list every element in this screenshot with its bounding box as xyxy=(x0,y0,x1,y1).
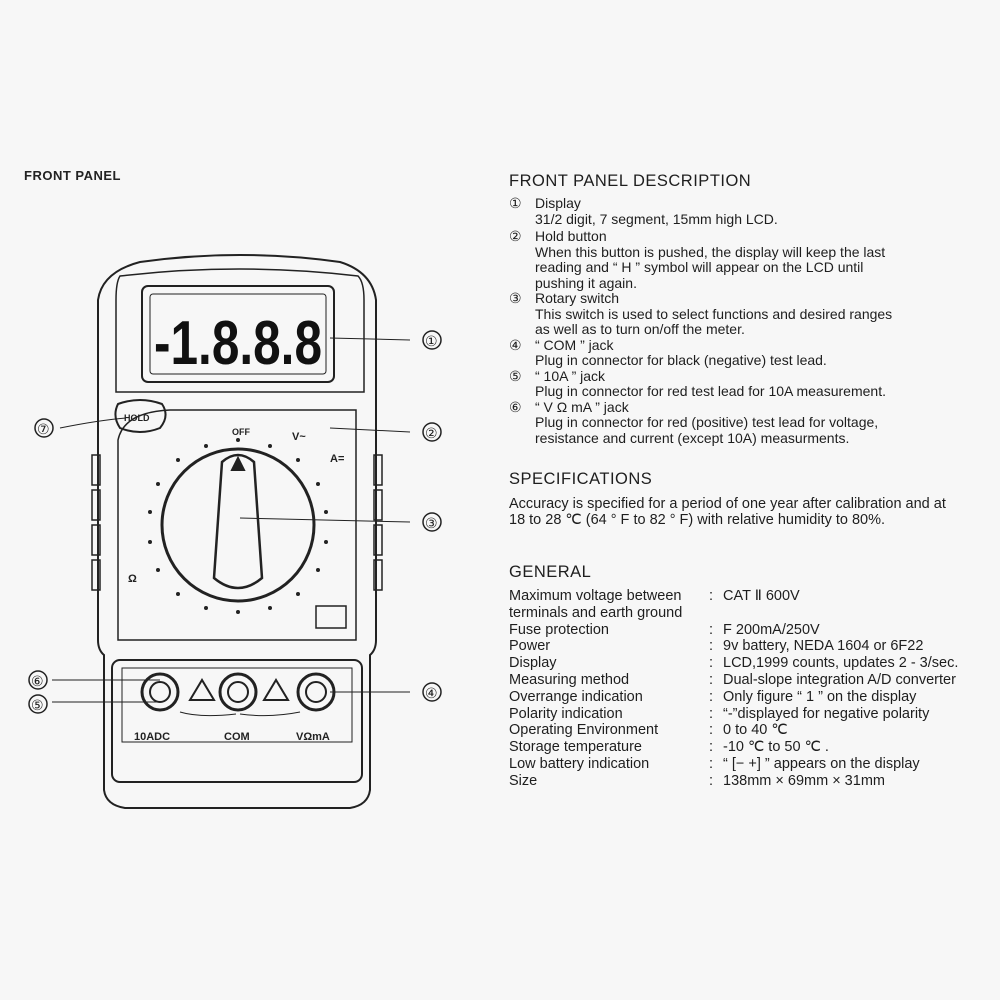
knob-pointer xyxy=(212,453,264,590)
desc-item-hold-button: ② Hold button When this button is pushed,… xyxy=(509,228,969,291)
general-row-label: Overrange indication xyxy=(509,688,643,705)
jack-vomega xyxy=(296,672,336,712)
jack-10a xyxy=(140,672,180,712)
general-row-label: Storage temperature xyxy=(509,739,642,756)
dial-label-v-ac: V~ xyxy=(292,431,306,443)
callout-4: ④ xyxy=(425,686,438,702)
dial-label-a-dc: A= xyxy=(330,453,344,465)
desc-item-line: When this button is pushed, the display … xyxy=(535,243,886,260)
dial-label-ohm: Ω xyxy=(128,573,137,585)
jack-com xyxy=(218,672,258,712)
specifications-text: Accuracy is specified for a period of on… xyxy=(509,496,946,528)
general-row: Operating Environment:0 to 40 ℃ xyxy=(509,722,979,739)
general-row: Size:138mm × 69mm × 31mm xyxy=(509,773,979,790)
dial-panel xyxy=(117,409,357,641)
general-row: Fuse protection:F 200mA/250V xyxy=(509,622,979,639)
general-row: Measuring method:Dual-slope integration … xyxy=(509,672,979,689)
callout-1: ① xyxy=(425,334,438,350)
general-row-value: -10 ℃ to 50 ℃ . xyxy=(723,739,829,756)
general-row-value: CAT Ⅱ 600V xyxy=(723,588,800,604)
description-list: ① Display 31/2 digit, 7 segment, 15mm hig… xyxy=(509,195,969,447)
desc-item-number: ④ xyxy=(509,336,522,353)
general-row-value: Only figure “ 1 ” on the display xyxy=(723,688,917,705)
desc-item-10a-jack: ⑤ “ 10A ” jack Plug in connector for red … xyxy=(509,367,969,400)
general-row: Low battery indication:“ [− +] ” appears… xyxy=(509,756,979,773)
general-row-value: Dual-slope integration A/D converter xyxy=(723,671,956,688)
desc-item-vomega-jack: ⑥ “ V Ω mA ” jack Plug in connector for r… xyxy=(509,398,969,447)
desc-item-line: Plug in connector for red test lead for … xyxy=(535,383,886,399)
desc-item-number: ① xyxy=(509,195,522,211)
general-row-label: Polarity indication xyxy=(509,705,623,722)
desc-item-name: “ COM ” jack xyxy=(535,336,614,353)
front-panel-title: FRONT PANEL xyxy=(24,168,121,183)
desc-item-display: ① Display 31/2 digit, 7 segment, 15mm hig… xyxy=(509,195,969,227)
desc-item-line: resistance and current (except 10A) meas… xyxy=(535,429,850,446)
desc-item-name: Rotary switch xyxy=(535,290,620,306)
jack-panel xyxy=(111,659,363,783)
general-row-value: 0 to 40 ℃ xyxy=(723,722,788,739)
lcd-reading: -1.8.8.8 xyxy=(154,309,322,378)
callout-3: ③ xyxy=(425,516,438,532)
general-row-label: Maximum voltage between terminals and ea… xyxy=(509,588,683,621)
desc-item-rotary-switch: ③ Rotary switch This switch is used to se… xyxy=(509,290,969,338)
desc-item-name: Display xyxy=(535,195,581,211)
general-row: Power:9v battery, NEDA 1604 or 6F22 xyxy=(509,638,979,655)
general-row: Polarity indication:“-”displayed for neg… xyxy=(509,706,979,723)
general-row-value: “ [− +] ” appears on the display xyxy=(723,755,920,772)
desc-item-line: Plug in connector for red (positive) tes… xyxy=(535,414,879,430)
general-row-label: Power xyxy=(509,638,551,655)
desc-item-number: ⑤ xyxy=(509,367,522,384)
callout-7: ⑦ xyxy=(37,422,50,438)
desc-item-line: as well as to turn on/off the meter. xyxy=(535,321,745,337)
hold-button-outline xyxy=(114,399,167,433)
lcd-window xyxy=(141,285,335,383)
jack-label-vomega: VΩmA xyxy=(296,731,330,743)
desc-item-name: “ 10A ” jack xyxy=(535,367,606,384)
general-row: Display:LCD,1999 counts, updates 2 - 3/s… xyxy=(509,655,979,672)
general-row: Storage temperature:-10 ℃ to 50 ℃ . xyxy=(509,739,979,756)
desc-item-line: reading and “ H ” symbol will appear on … xyxy=(535,259,864,275)
general-row-value: 138mm × 69mm × 31mm xyxy=(723,772,885,789)
general-row-label: Low battery indication xyxy=(509,755,650,772)
rotary-knob xyxy=(160,447,316,603)
multimeter-diagram: -1.8.8.8 HOLD OFF V~ A= Ω 10ADC COM VΩmA… xyxy=(28,254,442,809)
callout-5: ⑤ xyxy=(31,698,44,714)
general-table: Maximum voltage between terminals and ea… xyxy=(509,588,979,790)
desc-item-line: This switch is used to select functions … xyxy=(535,305,893,322)
desc-item-name: Hold button xyxy=(535,228,607,244)
general-row-value: “-”displayed for negative polarity xyxy=(723,705,930,722)
dial-label-off: OFF xyxy=(232,427,250,437)
meter-case xyxy=(97,254,377,809)
jack-label-10adc: 10ADC xyxy=(134,731,170,743)
general-row-value: F 200mA/250V xyxy=(723,621,820,638)
general-row-label: Fuse protection xyxy=(509,621,609,638)
general-title: GENERAL xyxy=(509,563,592,581)
desc-item-number: ③ xyxy=(509,290,522,306)
hold-label: HOLD xyxy=(124,413,150,423)
desc-item-line: 31/2 digit, 7 segment, 15mm high LCD. xyxy=(535,210,778,227)
jack-label-com: COM xyxy=(224,731,250,743)
desc-item-number: ② xyxy=(509,228,522,244)
general-row-value: 9v battery, NEDA 1604 or 6F22 xyxy=(723,638,924,655)
desc-item-number: ⑥ xyxy=(509,398,522,415)
general-row-value: LCD,1999 counts, updates 2 - 3/sec. xyxy=(723,655,959,672)
desc-item-name: “ V Ω mA ” jack xyxy=(535,398,629,415)
desc-item-line: pushing it again. xyxy=(535,274,637,291)
desc-item-com-jack: ④ “ COM ” jack Plug in connector for blac… xyxy=(509,336,969,369)
general-row-label: Measuring method xyxy=(509,671,630,688)
description-title: FRONT PANEL DESCRIPTION xyxy=(509,172,752,190)
general-row-label: Size xyxy=(509,772,538,789)
general-row: Overrange indication:Only figure “ 1 ” o… xyxy=(509,689,979,706)
general-row-label: Operating Environment xyxy=(509,722,659,739)
callout-2: ② xyxy=(425,426,438,442)
desc-item-line: Plug in connector for black (negative) t… xyxy=(535,352,827,368)
callout-6: ⑥ xyxy=(31,674,44,690)
general-row-label: Display xyxy=(509,655,557,672)
specifications-title: SPECIFICATIONS xyxy=(509,470,653,488)
general-row: Maximum voltage between terminals and ea… xyxy=(509,588,979,622)
